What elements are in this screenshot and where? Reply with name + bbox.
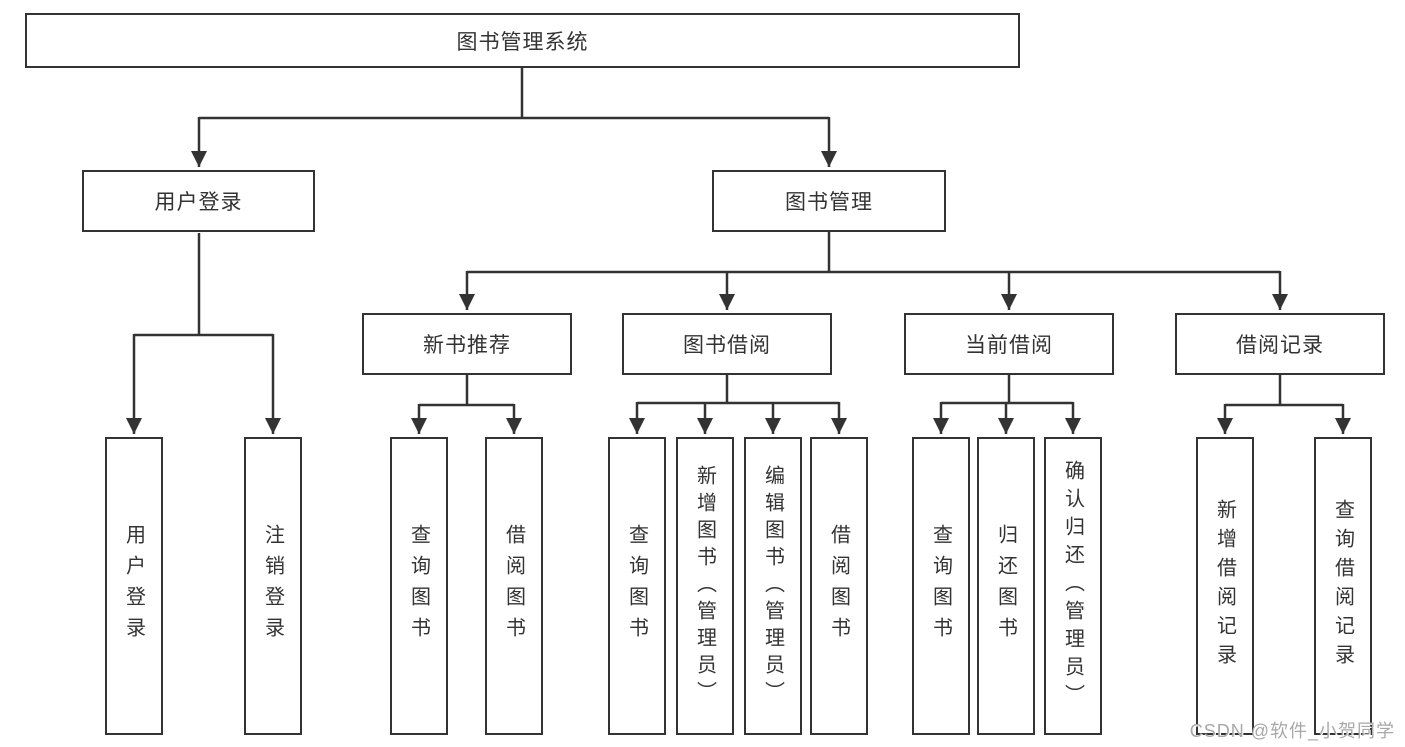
leaf-records-query-record: 查询借阅记录	[1314, 437, 1372, 735]
leaf-records-add-record: 新增借阅记录	[1196, 437, 1254, 735]
node-current-borrow: 当前借阅	[904, 313, 1114, 375]
leaf-recommend-borrow-books: 借阅图书	[485, 437, 543, 735]
leaf-borrow-borrow-books: 借阅图书	[810, 437, 868, 735]
node-book-borrow: 图书借阅	[622, 313, 832, 375]
node-book-management: 图书管理	[712, 170, 946, 232]
leaf-recommend-query-books: 查询图书	[390, 437, 448, 735]
leaf-user-login: 用户登录	[105, 437, 163, 735]
leaf-borrow-edit-books: 编辑图书（管理员）	[744, 437, 802, 735]
leaf-current-confirm-return: 确认归还（管理员）	[1044, 437, 1102, 735]
leaf-current-query-books: 查询图书	[912, 437, 970, 735]
leaf-logout: 注销登录	[244, 437, 302, 735]
node-borrow-records: 借阅记录	[1175, 313, 1385, 375]
node-root: 图书管理系统	[25, 13, 1020, 68]
leaf-borrow-add-books: 新增图书（管理员）	[676, 437, 734, 735]
watermark: CSDN @软件_小贺同学	[1189, 721, 1395, 741]
leaf-borrow-query-books: 查询图书	[608, 437, 666, 735]
node-new-book-recommend: 新书推荐	[362, 313, 572, 375]
leaf-current-return-books: 归还图书	[977, 437, 1035, 735]
node-user-login: 用户登录	[82, 170, 315, 232]
